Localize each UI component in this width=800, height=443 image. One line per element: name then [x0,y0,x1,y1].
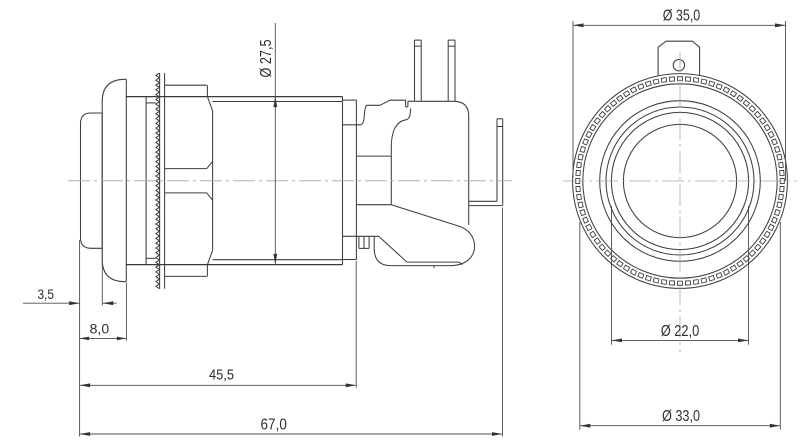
svg-text:67,0: 67,0 [261,416,288,433]
svg-text:Ø 35,0: Ø 35,0 [663,8,701,25]
svg-text:Ø 27,5: Ø 27,5 [258,40,275,78]
svg-text:Ø 33,0: Ø 33,0 [662,408,700,425]
svg-text:3,5: 3,5 [37,287,54,302]
svg-text:45,5: 45,5 [209,367,234,384]
svg-text:8,0: 8,0 [90,322,110,337]
svg-text:Ø 22,0: Ø 22,0 [661,323,700,340]
